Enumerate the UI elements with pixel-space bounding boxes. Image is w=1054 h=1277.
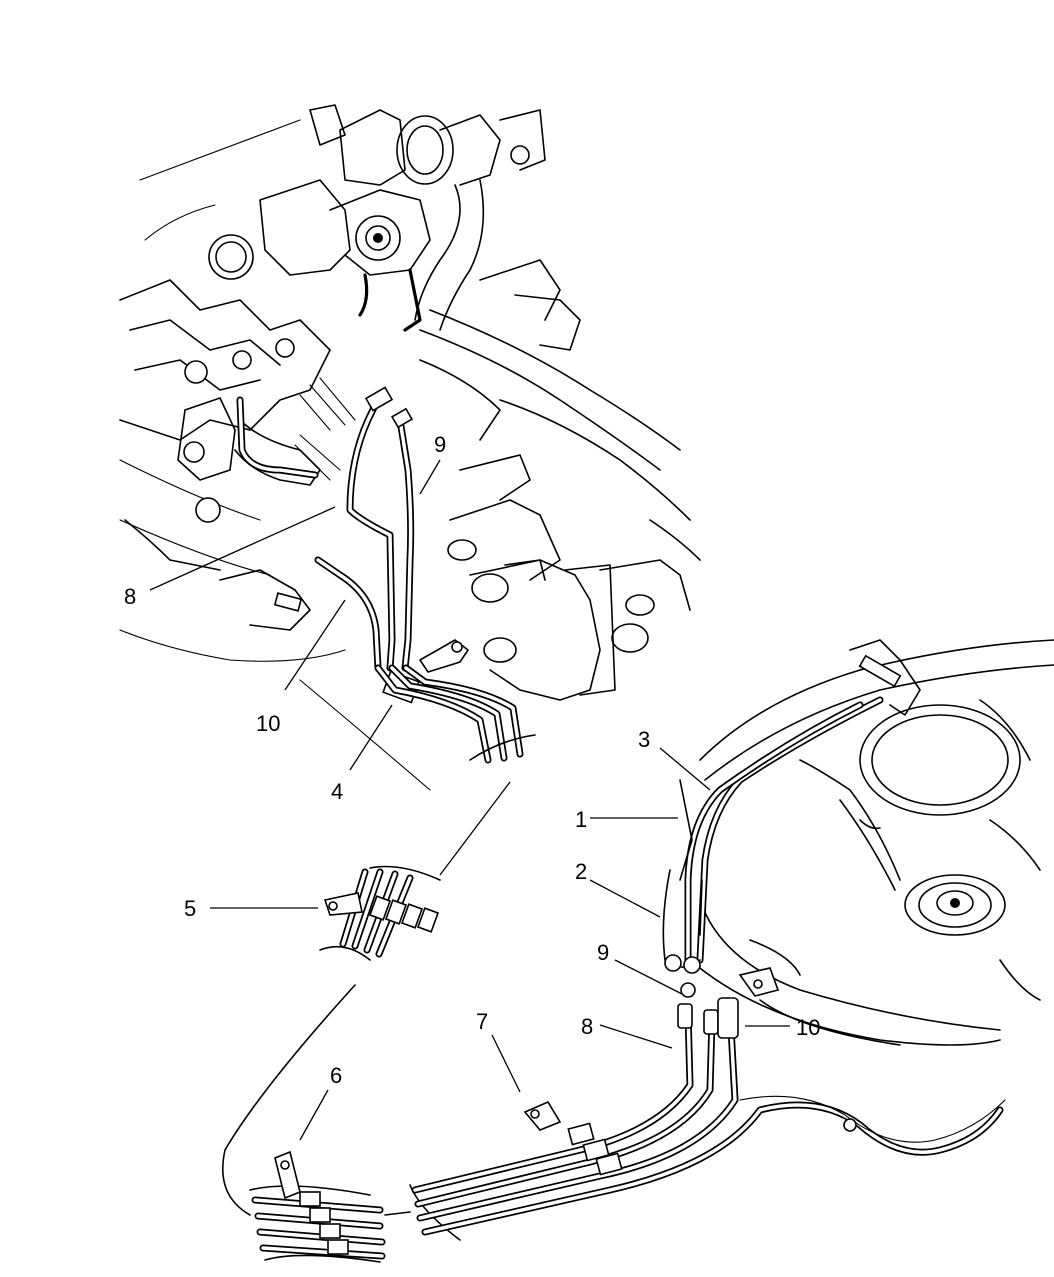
callout-labels: 1 2 3 4 5 6 7 8 8 9 9 10 10 bbox=[124, 432, 820, 1088]
leader-8b bbox=[599, 1024, 673, 1049]
callout-9-tank: 9 bbox=[597, 940, 609, 965]
clip-detail-6 bbox=[221, 984, 411, 1263]
leader-2 bbox=[589, 879, 661, 918]
callout-4: 4 bbox=[331, 779, 343, 804]
callout-leaders bbox=[149, 459, 790, 1141]
leader-9b bbox=[614, 959, 683, 995]
leader-8a bbox=[149, 506, 336, 591]
callout-10-tank: 10 bbox=[796, 1015, 820, 1040]
callout-8-engine: 8 bbox=[124, 584, 136, 609]
leader-9a bbox=[419, 459, 441, 495]
callout-9-engine: 9 bbox=[434, 432, 446, 457]
break-connector-upper bbox=[439, 781, 511, 876]
callout-2: 2 bbox=[575, 859, 587, 884]
leader-3 bbox=[659, 747, 711, 791]
callout-6: 6 bbox=[330, 1063, 342, 1088]
front-fuel-line-bundle bbox=[314, 386, 536, 764]
clip-detail-5 bbox=[319, 865, 441, 961]
callout-10-engine: 10 bbox=[256, 711, 280, 736]
fuel-tank bbox=[662, 639, 1054, 1046]
callout-8-tank: 8 bbox=[581, 1014, 593, 1039]
engine-assembly bbox=[119, 104, 701, 791]
leader-10a bbox=[284, 599, 346, 691]
callout-1: 1 bbox=[575, 807, 587, 832]
leader-4 bbox=[349, 704, 393, 771]
callout-5: 5 bbox=[184, 896, 196, 921]
callout-3: 3 bbox=[638, 727, 650, 752]
callout-7: 7 bbox=[476, 1009, 488, 1034]
leader-6 bbox=[299, 1089, 329, 1141]
leader-7 bbox=[491, 1034, 521, 1093]
rear-fuel-line-bundle bbox=[409, 997, 1006, 1241]
